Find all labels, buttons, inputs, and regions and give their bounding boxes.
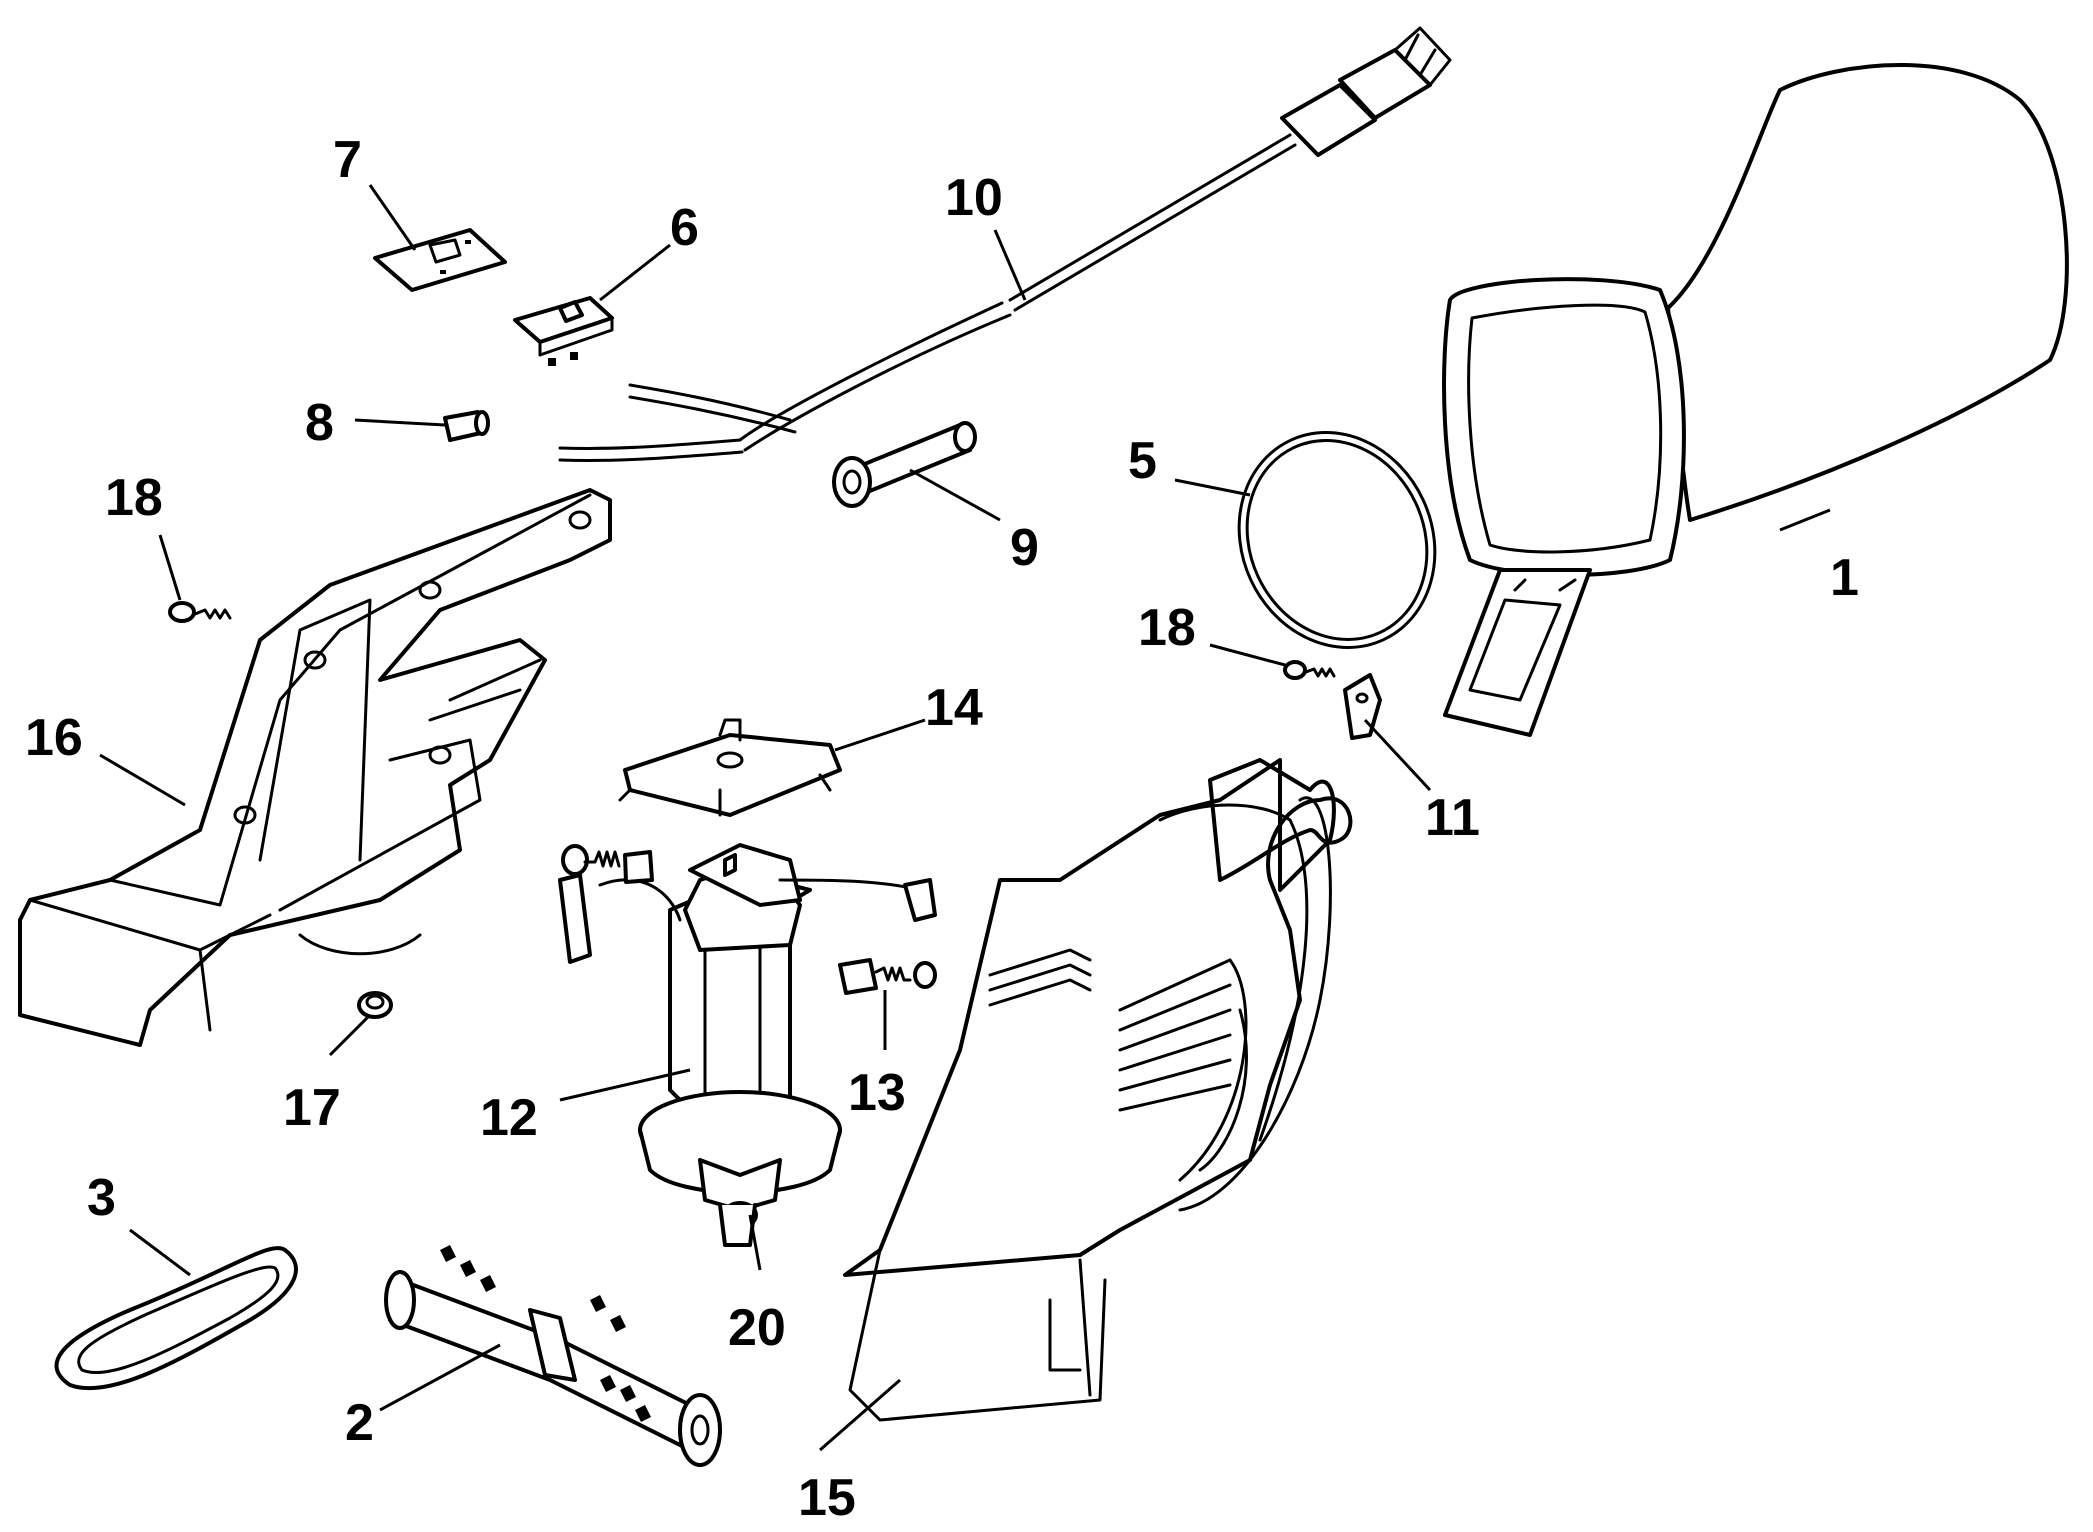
callout-15: 15	[798, 1469, 856, 1527]
part-1-dust-bag	[1442, 63, 2069, 737]
callout-17: 17	[283, 1079, 341, 1137]
callout-9: 9	[1010, 519, 1039, 577]
leader-9	[909, 468, 1001, 522]
part-17-grommet	[357, 991, 393, 1019]
brush-holder-left	[561, 844, 654, 884]
leader-10	[993, 229, 1027, 301]
leader-11	[1363, 718, 1432, 792]
part-3-belt	[54, 1246, 298, 1391]
callout-12: 12	[480, 1089, 538, 1147]
callout-18-right: 18	[1138, 599, 1196, 657]
callout-16: 16	[25, 709, 83, 767]
part-15-lower-housing	[843, 758, 1353, 1422]
callout-18-left: 18	[105, 469, 163, 527]
part-6-switch	[513, 296, 614, 366]
part-16-upper-housing	[18, 488, 612, 1047]
part-14-motor-bracket	[618, 718, 842, 817]
leader-lines	[99, 184, 1831, 1452]
leader-12	[559, 1068, 691, 1102]
leader-15	[819, 1378, 901, 1452]
callout-2: 2	[345, 1394, 374, 1452]
callout-10: 10	[945, 169, 1003, 227]
callout-14: 14	[925, 679, 983, 737]
part-18-screw-right	[1283, 660, 1336, 680]
leader-16	[99, 753, 186, 807]
part-13-brush-right	[838, 958, 937, 995]
leader-18a	[158, 534, 182, 601]
callout-labels: 1 2 3 5 6 7 8 9 10 11 12 13 14 15 16 17 …	[25, 131, 1859, 1527]
callout-5: 5	[1128, 432, 1157, 490]
leader-6	[599, 243, 671, 302]
part-8-wire-nut	[443, 410, 490, 442]
part-7-switch-cover	[373, 228, 507, 292]
leader-1	[1779, 508, 1831, 532]
part-18-screw-left	[168, 601, 232, 623]
part-5-seal-ring	[1237, 431, 1437, 649]
leader-3	[129, 1228, 191, 1277]
leader-18b	[1209, 643, 1286, 667]
callout-7: 7	[333, 131, 362, 189]
leader-7	[368, 184, 417, 251]
callout-13: 13	[848, 1064, 906, 1122]
leader-8	[354, 418, 446, 427]
part-9-tube	[832, 421, 977, 508]
callout-8: 8	[305, 394, 334, 452]
callout-20: 20	[728, 1299, 786, 1357]
leader-14	[834, 718, 926, 752]
callout-3: 3	[87, 1169, 116, 1227]
leader-20	[748, 1214, 762, 1271]
part-11-clip	[1343, 673, 1382, 740]
leader-2	[379, 1343, 501, 1412]
callout-1: 1	[1830, 549, 1859, 607]
leader-5	[1174, 478, 1251, 497]
callout-11: 11	[1425, 789, 1480, 847]
part-20-fan-hub	[718, 1203, 757, 1247]
part-12-motor	[558, 843, 937, 1229]
part-2-brush-roll	[384, 1245, 722, 1467]
leader-17	[328, 1013, 372, 1057]
part-10-power-cord	[558, 26, 1452, 462]
callout-6: 6	[670, 199, 699, 257]
